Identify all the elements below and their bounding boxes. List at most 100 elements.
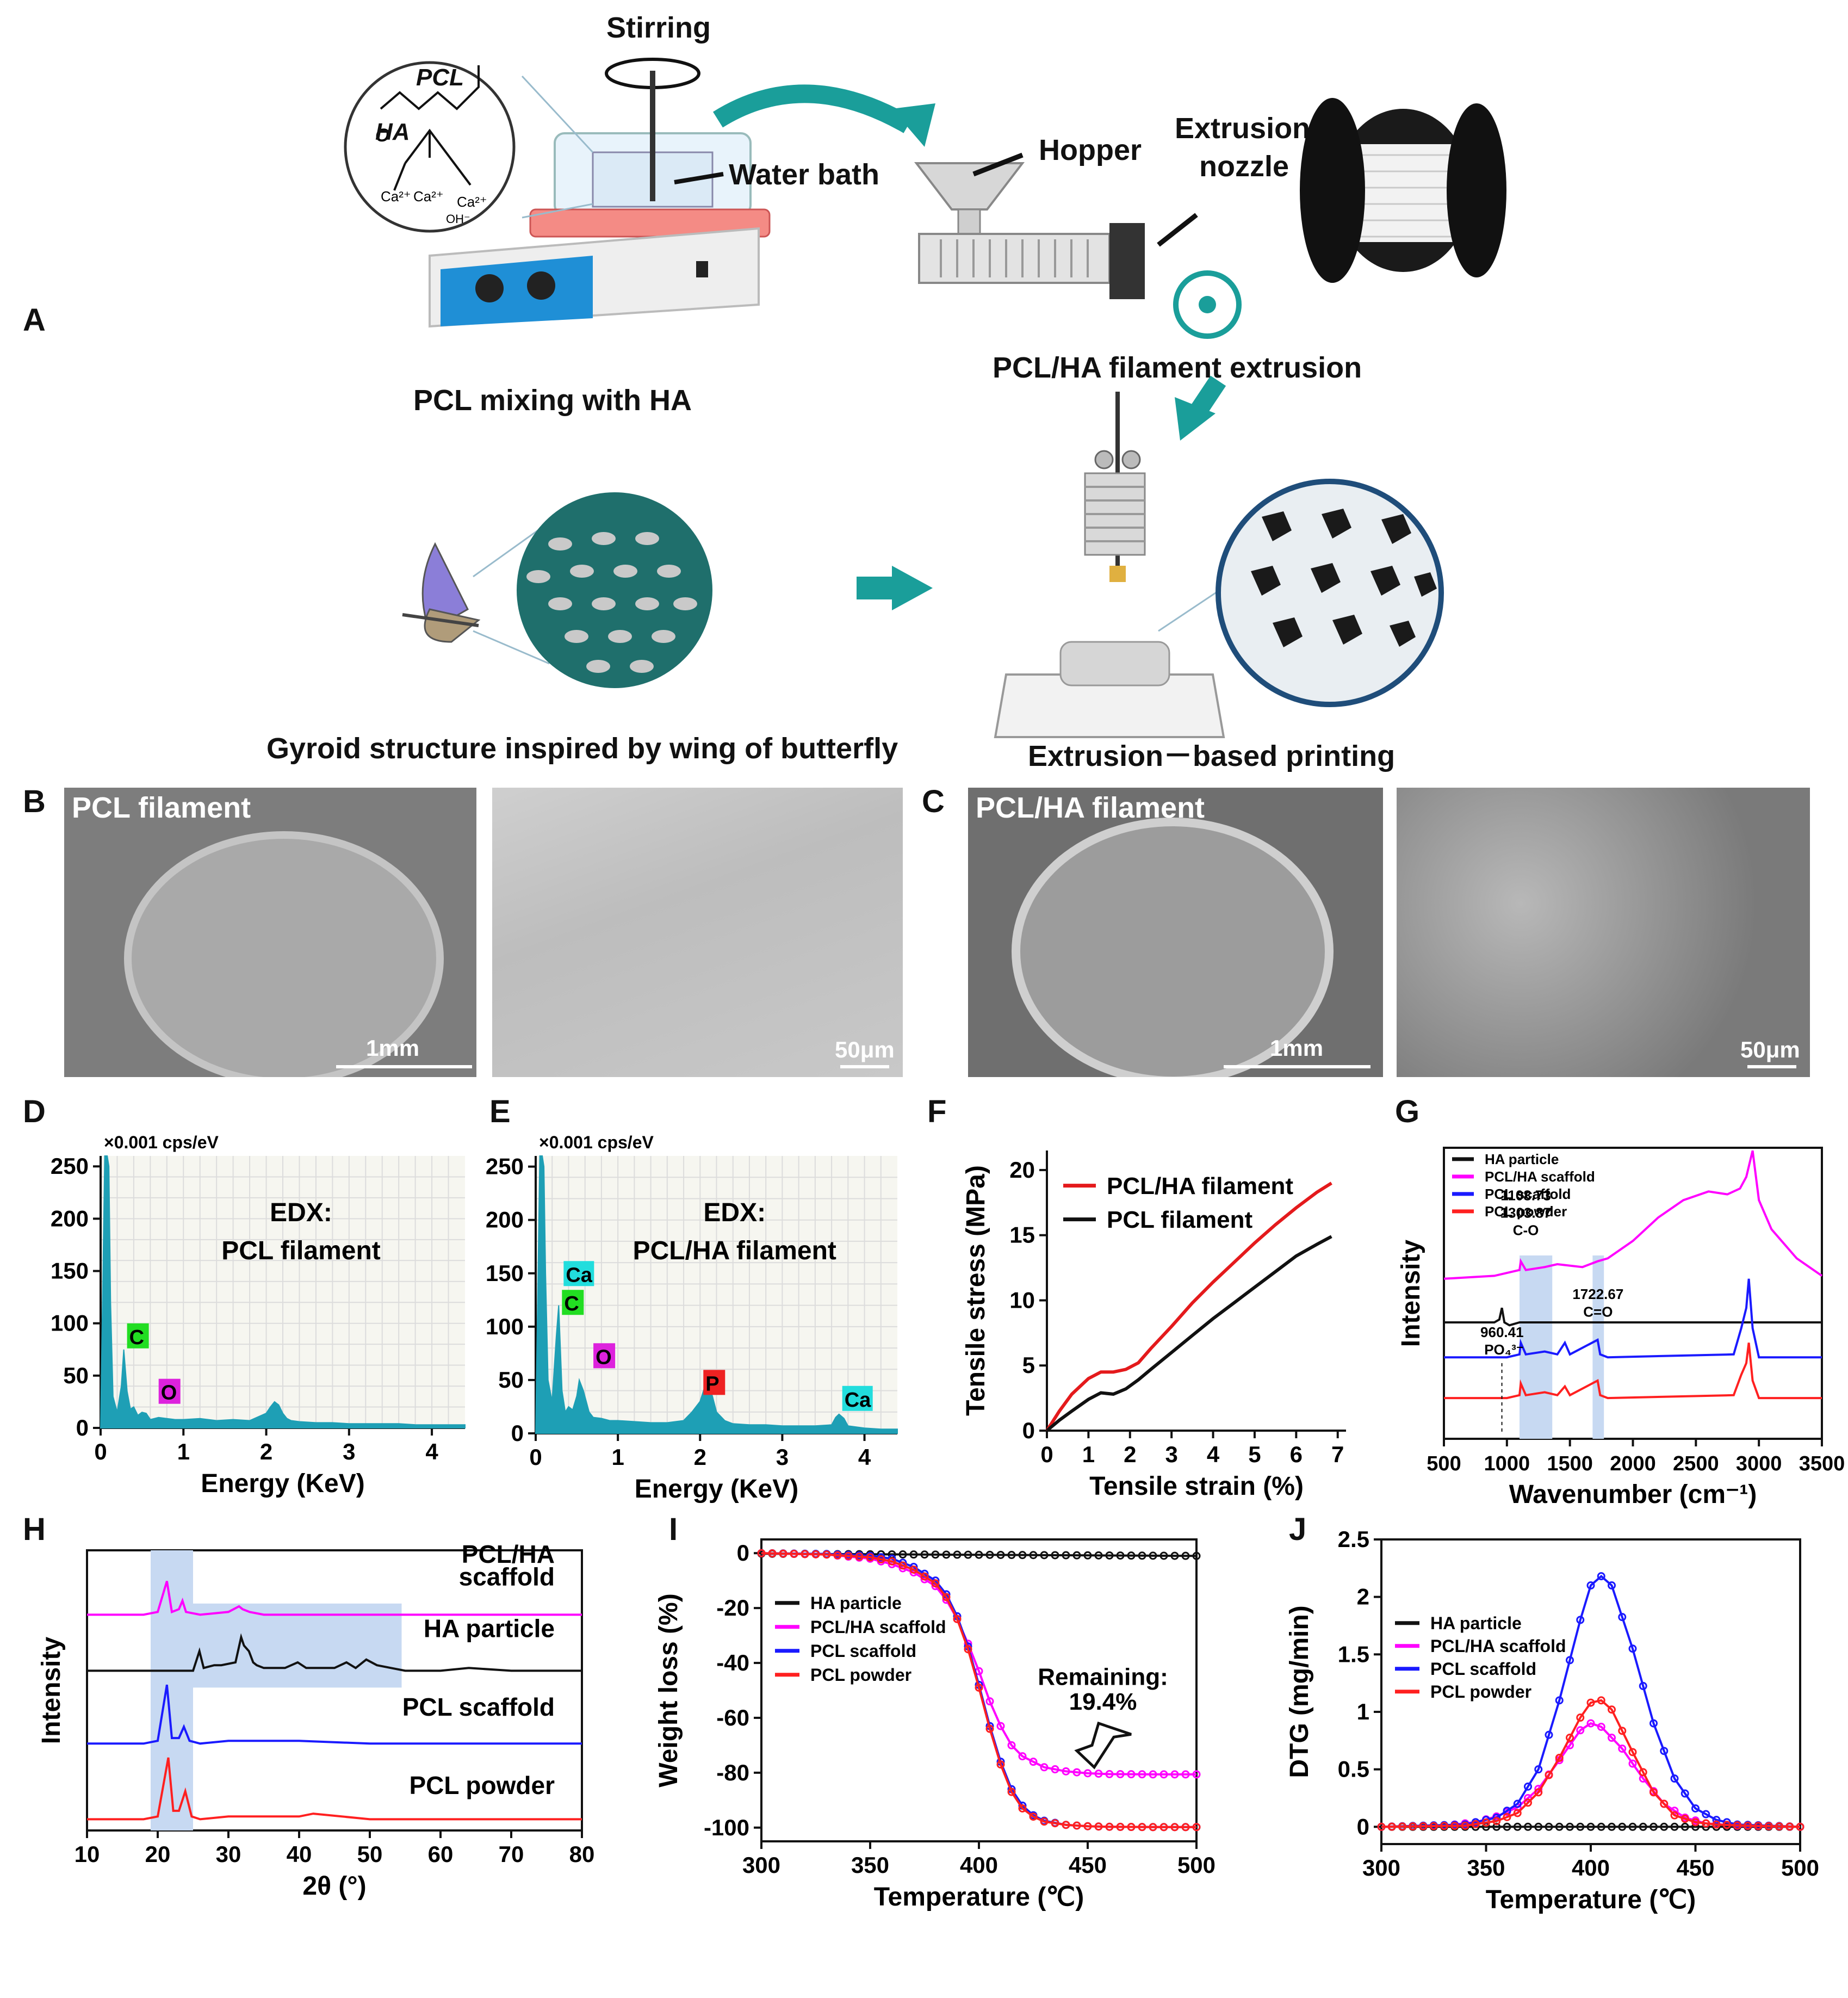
data-point (1680, 1822, 1689, 1831)
data-point (1094, 1551, 1103, 1560)
data-point (1566, 1822, 1574, 1831)
data-point (1566, 1734, 1574, 1742)
data-point (1680, 1815, 1689, 1823)
data-point (1192, 1770, 1201, 1779)
caption-gyroid: Gyroid structure inspired by wing of but… (266, 732, 898, 765)
scale-bar (1224, 1065, 1371, 1068)
data-point (1149, 1551, 1157, 1560)
peak-annotation: 960.41 (1480, 1324, 1524, 1340)
y-tick-label: 0 (737, 1540, 749, 1566)
data-point (1105, 1770, 1114, 1778)
data-point (1586, 1822, 1595, 1831)
y-tick-label: 200 (51, 1205, 89, 1231)
y-tick-label: 50 (498, 1367, 524, 1393)
data-point (1534, 1788, 1543, 1797)
peak-label: P (705, 1372, 719, 1395)
x-axis-label: Tensile strain (%) (1089, 1472, 1304, 1501)
data-point (1576, 1822, 1585, 1831)
peak-label: Ca (845, 1389, 871, 1412)
chart-title: EDX: (270, 1198, 332, 1227)
peak-label: Ca (566, 1264, 592, 1286)
x-tick-label: 20 (145, 1841, 171, 1867)
data-point (801, 1550, 809, 1558)
data-point (1018, 1804, 1027, 1813)
legend-label: PCL filament (1107, 1207, 1252, 1233)
data-point (1513, 1822, 1522, 1831)
data-point (942, 1593, 951, 1601)
data-point (888, 1557, 896, 1566)
y-tick-label: 150 (51, 1258, 89, 1284)
peak-marker (593, 1343, 616, 1369)
data-point (1482, 1818, 1490, 1827)
series-line (1444, 1307, 1822, 1327)
data-point (1007, 1787, 1016, 1796)
x-tick-label: 10 (75, 1841, 100, 1867)
data-point (1192, 1823, 1201, 1832)
chart-subtitle: PCL/HA filament (633, 1236, 836, 1265)
x-tick-label: 450 (1676, 1855, 1714, 1881)
data-point (1159, 1823, 1168, 1832)
data-point (822, 1550, 831, 1559)
x-tick-label: 1 (611, 1444, 624, 1470)
gear-icon (1094, 450, 1114, 469)
x-axis-label: Energy (KeV) (201, 1469, 364, 1498)
x-tick-label: 500 (1781, 1855, 1819, 1881)
x-tick-label: 1 (1082, 1442, 1095, 1467)
svg-text:Ca²⁺: Ca²⁺ (413, 188, 444, 205)
x-axis-label: 2θ (°) (302, 1872, 366, 1901)
legend-label: PCL/HA scaffold (810, 1617, 946, 1637)
extrusion-nozzle-icon (1109, 223, 1145, 299)
data-point (1040, 1817, 1049, 1826)
data-point (996, 1760, 1005, 1769)
data-point (1051, 1819, 1059, 1828)
legend-label: PCL scaffold (1485, 1186, 1571, 1202)
data-point (1608, 1581, 1616, 1590)
data-point (1062, 1551, 1070, 1560)
data-point (1170, 1770, 1179, 1779)
data-point (1503, 1813, 1511, 1821)
peak-marker (703, 1370, 725, 1395)
spectrum-area (535, 1155, 898, 1434)
data-point (757, 1549, 766, 1557)
data-point (1018, 1752, 1027, 1761)
sem-title-pclha: PCL/HA filament (976, 791, 1205, 824)
x-tick-label: 4 (858, 1444, 871, 1470)
data-point (953, 1550, 962, 1559)
legend-label: PCL/HA scaffold (1485, 1168, 1595, 1185)
sem-pclha-crosssection: PCL/HA filament 1mm (968, 788, 1383, 1077)
data-point (1691, 1818, 1700, 1827)
data-point (844, 1551, 853, 1560)
data-point (1062, 1821, 1070, 1829)
data-point (1461, 1821, 1469, 1830)
data-point (1170, 1823, 1179, 1832)
legend-label: HA particle (810, 1593, 902, 1613)
panel-label-g: G (1395, 1094, 1420, 1129)
data-point (1159, 1770, 1168, 1779)
data-point (1387, 1822, 1396, 1831)
scale-bar (1747, 1065, 1796, 1068)
data-point (1116, 1770, 1125, 1779)
x-tick-label: 2 (1124, 1442, 1136, 1467)
y-tick-label: -20 (716, 1595, 749, 1620)
x-tick-label: 3 (1165, 1442, 1177, 1467)
x-tick-label: 500 (1177, 1852, 1216, 1878)
x-tick-label: 4 (425, 1439, 438, 1464)
peak-annotation: 1303.87 (1500, 1204, 1552, 1221)
y-tick-label: 0.5 (1338, 1756, 1369, 1782)
series-label: PCL/HA (462, 1540, 555, 1568)
data-point (1513, 1809, 1522, 1817)
data-point (1712, 1816, 1721, 1824)
data-point (1608, 1705, 1616, 1714)
data-point (931, 1550, 940, 1559)
svg-text:Ca²⁺: Ca²⁺ (381, 188, 411, 205)
data-point (1722, 1821, 1731, 1829)
data-point (1524, 1782, 1532, 1791)
series-line (87, 1684, 582, 1745)
extruder-barrel (918, 233, 1111, 284)
annotation-text: 19.4% (1069, 1688, 1137, 1715)
data-point (942, 1550, 951, 1559)
